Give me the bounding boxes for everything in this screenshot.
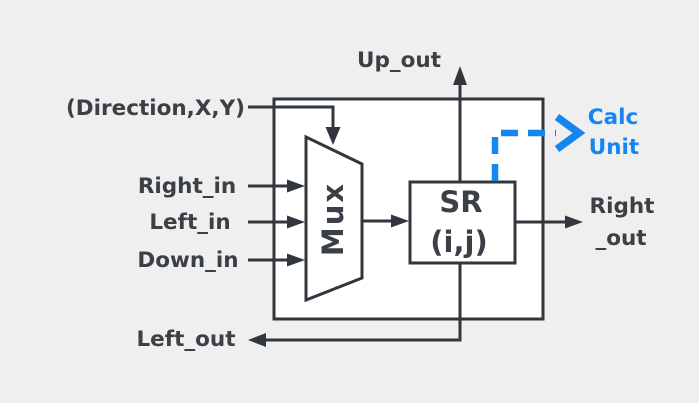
mux-block xyxy=(304,134,364,303)
right-in-arrowhead-icon xyxy=(287,179,305,193)
right-out-arrowhead-icon xyxy=(565,215,583,229)
direction-arrowhead-icon xyxy=(325,127,341,145)
left-out-wire xyxy=(266,263,462,342)
up-out-label: Up_out xyxy=(357,48,441,73)
sr-label-line2: (i,j) xyxy=(430,225,487,259)
up-out-arrowhead-icon xyxy=(453,66,467,85)
down-in-label: Down_in xyxy=(137,248,238,273)
right-out-label-line2: _out xyxy=(595,226,646,251)
calc-unit-dashed-wire xyxy=(491,129,556,181)
left-out-arrowhead-icon xyxy=(248,333,266,347)
sr-label-line1: SR xyxy=(439,185,482,219)
calc-unit-label-line1: Calc xyxy=(588,105,638,130)
sr-block xyxy=(408,180,517,265)
direction-label: (Direction,X,Y) xyxy=(66,96,245,121)
calc-unit-label-line2: Unit xyxy=(589,135,639,160)
down-in-arrowhead-icon xyxy=(287,253,305,267)
mux-to-sr-arrowhead-icon xyxy=(391,214,409,228)
right-out-label-line1: Right xyxy=(590,194,655,219)
direction-select-wire xyxy=(248,105,335,128)
calc-unit-arrowhead-icon xyxy=(554,113,586,153)
mux-label: Mux xyxy=(316,182,350,256)
left-in-arrowhead-icon xyxy=(287,215,305,229)
left-out-label: Left_out xyxy=(136,327,235,352)
right-in-label: Right_in xyxy=(138,174,236,199)
left-in-label: Left_in xyxy=(149,210,230,235)
